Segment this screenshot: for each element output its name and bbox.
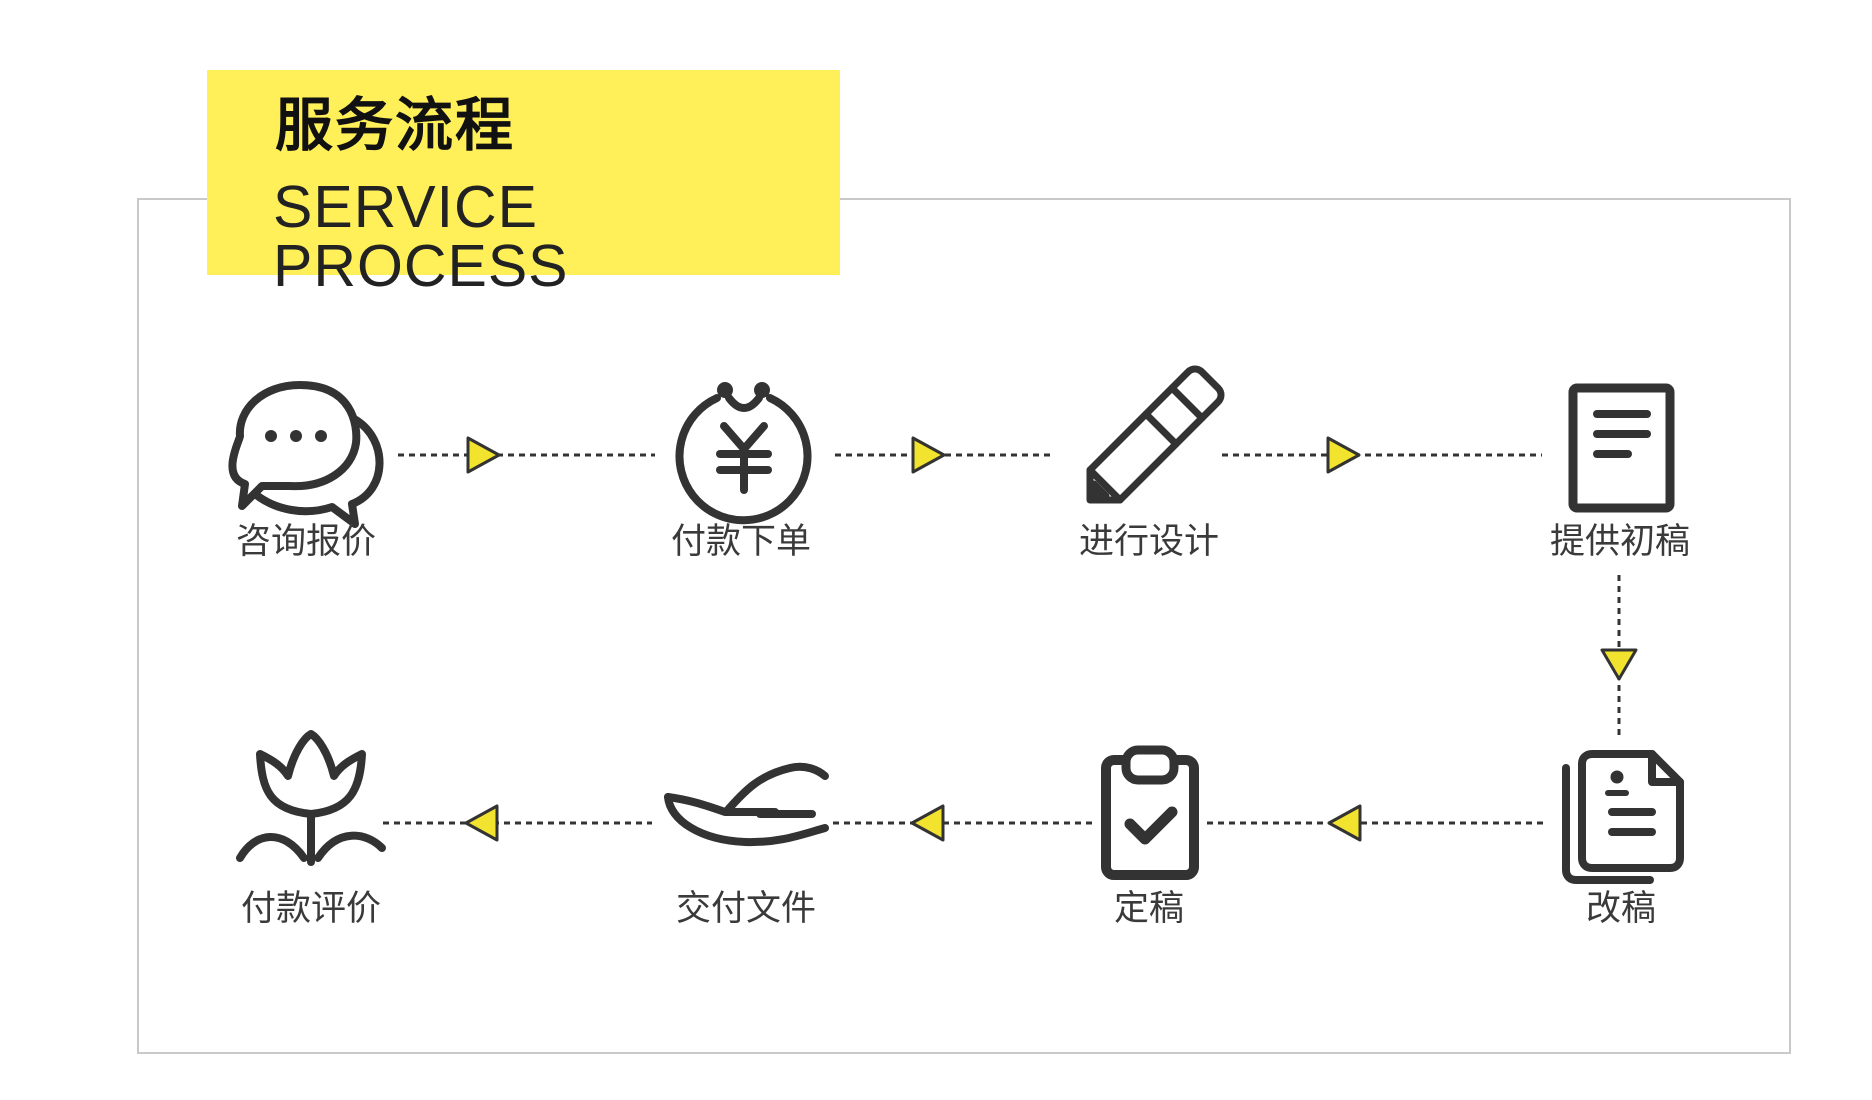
arrow-left-icon xyxy=(1327,804,1362,842)
step-consult: 咨询报价 xyxy=(228,381,384,562)
connector-1-2 xyxy=(398,436,655,474)
arrow-right-icon xyxy=(466,436,501,474)
pencil-icon xyxy=(1086,365,1225,504)
yuan-coin-icon xyxy=(675,382,812,525)
arrow-left-icon xyxy=(464,804,499,842)
copy-files-icon xyxy=(1562,750,1684,884)
step-design: 进行设计 xyxy=(1079,365,1225,562)
connector-4-5 xyxy=(1600,575,1638,735)
connector-2-3 xyxy=(835,436,1055,474)
arrow-left-icon xyxy=(910,804,945,842)
step-finalize: 定稿 xyxy=(1101,745,1199,929)
step-label-design: 进行设计 xyxy=(1079,522,1219,562)
step-label-pay-order: 付款下单 xyxy=(671,522,811,562)
connector-3-4 xyxy=(1222,436,1542,474)
clipboard-check-icon xyxy=(1101,745,1199,880)
title-chinese: 服务流程 xyxy=(275,91,516,159)
step-label-review: 付款评价 xyxy=(241,889,381,929)
step-pay-order: 付款下单 xyxy=(671,382,812,562)
title-banner: 服务流程 SERVICE PROCESS xyxy=(207,70,840,296)
arrow-down-icon xyxy=(1600,648,1638,681)
hand-icon xyxy=(664,762,829,847)
step-label-revise: 改稿 xyxy=(1586,889,1656,929)
connector-6-7 xyxy=(833,804,1093,842)
step-deliver: 交付文件 xyxy=(664,762,829,929)
process-frame xyxy=(137,198,1791,1054)
step-label-consult: 咨询报价 xyxy=(236,522,376,562)
document-icon xyxy=(1568,383,1675,513)
step-revise: 改稿 xyxy=(1562,750,1684,929)
step-first-draft: 提供初稿 xyxy=(1550,383,1690,562)
chat-bubbles-icon xyxy=(228,381,384,528)
connector-5-6 xyxy=(1207,804,1545,842)
step-review: 付款评价 xyxy=(236,730,386,929)
arrow-right-icon xyxy=(911,436,946,474)
arrow-right-icon xyxy=(1326,436,1361,474)
title-english: SERVICE PROCESS xyxy=(273,174,569,299)
step-label-deliver: 交付文件 xyxy=(676,889,816,929)
step-label-finalize: 定稿 xyxy=(1114,889,1184,929)
connector-7-8 xyxy=(383,804,652,842)
tulip-icon xyxy=(236,730,386,866)
step-label-first-draft: 提供初稿 xyxy=(1550,522,1690,562)
